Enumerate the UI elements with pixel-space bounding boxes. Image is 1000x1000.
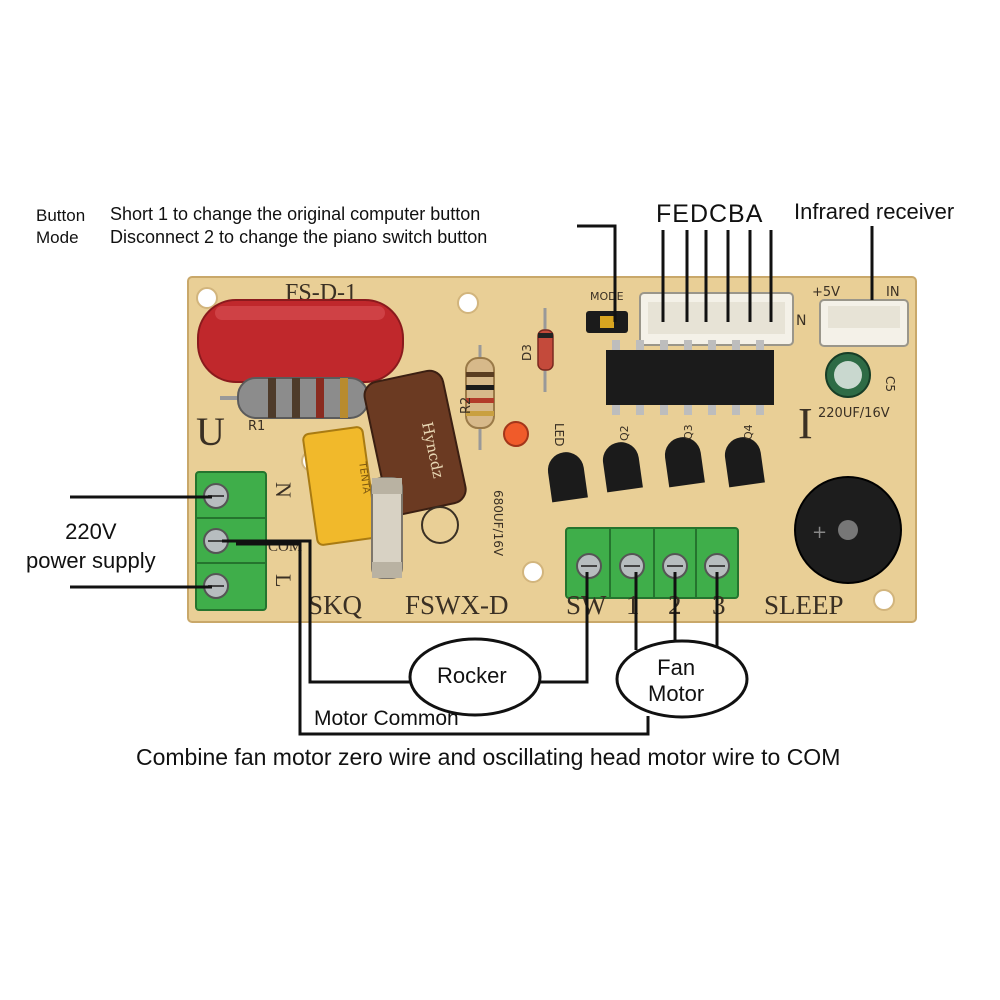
rocker-ellipse bbox=[408, 637, 542, 717]
power-supply-label: 220V power supply bbox=[26, 517, 156, 575]
resistor-r1 bbox=[237, 377, 369, 419]
silk-tenta: TENTA bbox=[356, 460, 372, 494]
button-mode-label-line1: Button bbox=[36, 206, 86, 225]
silk-q3: Q3 bbox=[682, 424, 695, 440]
fan-motor-ellipse bbox=[615, 639, 749, 719]
fan-motor-label: Fan Motor bbox=[648, 655, 704, 707]
silk-r2: R2 bbox=[459, 397, 474, 414]
infrared-receiver-label: Infrared receiver bbox=[794, 199, 955, 224]
silk-plus5v: +5V bbox=[812, 285, 840, 300]
silk-mode: MODE bbox=[590, 290, 624, 303]
silk-cap-680: 680UF/16V bbox=[491, 490, 505, 557]
silk-skq: SKQ bbox=[308, 590, 363, 620]
mounting-hole bbox=[873, 589, 895, 611]
button-mode-line1: Short 1 to change the original computer … bbox=[110, 204, 481, 224]
svg-text:I: I bbox=[798, 399, 813, 448]
yellow-x-capacitor bbox=[302, 426, 378, 546]
button-mode-label: Button Mode bbox=[36, 205, 85, 249]
silk-q4: Q4 bbox=[742, 424, 755, 440]
mode-pointer-line bbox=[577, 224, 617, 322]
silk-in-left: N bbox=[796, 313, 806, 329]
mounting-hole bbox=[196, 287, 218, 309]
silk-l: L bbox=[271, 574, 296, 587]
button-mode-label-line2: Mode bbox=[36, 228, 79, 247]
silk-t3: 3 bbox=[712, 590, 726, 620]
silk-cap-220: 220UF/16V bbox=[818, 406, 890, 421]
silk-c5: C5 bbox=[883, 376, 897, 392]
transistor-q3 bbox=[664, 437, 705, 488]
com-wire-motor bbox=[236, 542, 650, 736]
power-supply-line1: 220V bbox=[65, 519, 117, 544]
transistor-q2 bbox=[602, 442, 643, 493]
transistor-q4 bbox=[724, 437, 765, 488]
com-wire-rocker bbox=[222, 539, 412, 684]
button-mode-description: Short 1 to change the original computer … bbox=[110, 203, 487, 249]
button-mode-line2: Disconnect 2 to change the piano switch … bbox=[110, 227, 488, 247]
silk-q2: Q2 bbox=[618, 425, 631, 441]
fan-motor-line1: Fan bbox=[657, 655, 696, 680]
diode-d3 bbox=[537, 329, 554, 371]
silk-in: IN bbox=[886, 285, 900, 300]
silk-led: LED bbox=[552, 423, 566, 447]
power-supply-line2: power supply bbox=[26, 548, 156, 573]
footer-note: Combine fan motor zero wire and oscillat… bbox=[136, 744, 841, 770]
silk-d3: D3 bbox=[520, 344, 534, 361]
transistor-q1 bbox=[547, 452, 588, 503]
svg-text:+: + bbox=[812, 522, 827, 543]
fan-motor-line2: Motor bbox=[648, 681, 705, 706]
silk-sleep: SLEEP bbox=[764, 590, 844, 620]
motor-common-label: Motor Common bbox=[314, 707, 459, 730]
rocker-label: Rocker bbox=[437, 663, 507, 688]
resistor-r2 bbox=[465, 357, 495, 429]
mounting-hole bbox=[522, 561, 544, 583]
red-led bbox=[503, 421, 529, 447]
pin-letters-label: FEDCBA bbox=[656, 200, 764, 228]
rocker-to-sw-wire bbox=[540, 572, 589, 684]
mounting-hole bbox=[457, 292, 479, 314]
svg-text:U: U bbox=[196, 409, 225, 454]
silk-r1: R1 bbox=[248, 419, 265, 434]
silk-n: N bbox=[271, 482, 296, 498]
silk-fswx: FSWX-D bbox=[405, 590, 509, 620]
ic-chip bbox=[606, 350, 774, 405]
